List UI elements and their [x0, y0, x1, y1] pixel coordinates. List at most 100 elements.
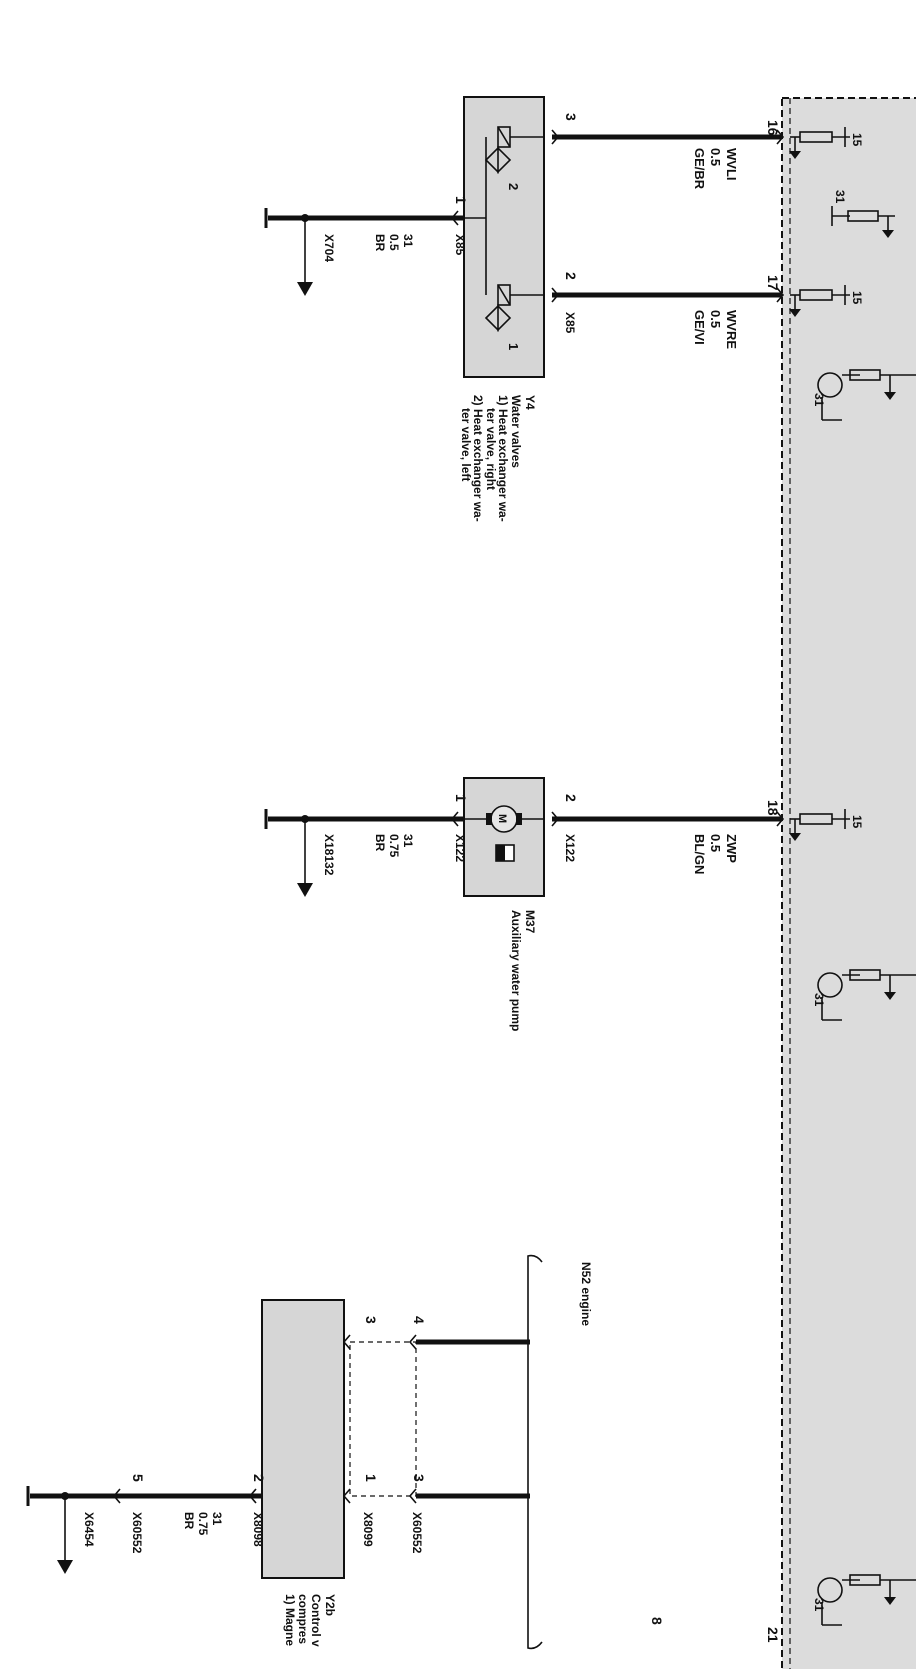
y2b-shield-dashed: [349, 1341, 417, 1497]
svg-text:Auxiliary water pump: Auxiliary water pump: [509, 910, 523, 1031]
chevron-y2b-4: [408, 1334, 417, 1350]
y2b-pin-2: 2: [251, 1474, 267, 1482]
m37-connector-label-left: X122: [453, 834, 467, 862]
m37-connector-label-right: X122: [563, 834, 577, 862]
y4-ground-chevron: [450, 210, 459, 226]
chevron-y2b-1: [342, 1488, 351, 1504]
m37-caption: M37 Auxiliary water pump: [509, 910, 537, 1031]
svg-text:WVLI: WVLI: [724, 148, 739, 181]
y2b-pin-4: 4: [411, 1316, 427, 1324]
svg-text:31: 31: [401, 834, 415, 848]
svg-text:0.5: 0.5: [387, 234, 401, 251]
engine-label: N52 engine: [579, 1262, 593, 1326]
control-unit-pin-numbers: 16 17 18 21 8: [649, 120, 781, 1643]
svg-text:X6454: X6454: [82, 1512, 96, 1547]
svg-text:GE/BR: GE/BR: [692, 148, 707, 190]
svg-text:compres: compres: [296, 1594, 310, 1644]
control-unit-panel: [781, 97, 916, 1669]
svg-text:0.5: 0.5: [708, 148, 723, 166]
connector-chevrons: [551, 129, 785, 827]
svg-text:31: 31: [812, 1598, 826, 1612]
svg-text:ter valve, right: ter valve, right: [484, 408, 498, 490]
m37-pump-box: [463, 777, 545, 897]
y4-water-valves-box: [463, 96, 545, 378]
pin-18: 18: [765, 800, 781, 816]
svg-text:Water valves: Water valves: [509, 395, 523, 468]
y4-pin-3: 3: [563, 113, 579, 121]
wire-label-wvre: WVRE 0.5 GE/VI: [692, 310, 739, 349]
svg-text:Y4: Y4: [523, 395, 537, 410]
y2b-conn-left: X8098: [251, 1512, 265, 1547]
svg-text:0.5: 0.5: [708, 834, 723, 852]
m37-ground-arrow: [297, 883, 313, 897]
y4-pin-1: 1: [453, 196, 469, 204]
y2b-conn-upper: X60552: [410, 1512, 424, 1554]
y4-connector-label-left: X85: [453, 234, 467, 256]
y4-caption: Y4 Water valves 1) Heat exchanger wa- te…: [459, 395, 537, 522]
wire-label-zwp: ZWP 0.5 BL/GN: [692, 834, 739, 874]
svg-text:15: 15: [850, 291, 864, 305]
y2b-ground-chevron-b: [112, 1488, 121, 1504]
svg-text:0.75: 0.75: [387, 834, 401, 858]
transistor-c: 31: [812, 1574, 916, 1626]
m37-ground-labels: 31 0.75 BR X18132: [322, 834, 415, 876]
driver-ground-a: 31: [831, 190, 895, 238]
svg-text:1) Magne: 1) Magne: [283, 1594, 297, 1646]
y2b-ground-arrow: [57, 1560, 73, 1574]
svg-text:1) Heat exchanger wa-: 1) Heat exchanger wa-: [496, 395, 510, 522]
y2b-pin-3a: 3: [411, 1474, 427, 1482]
y4-ground-arrow: [297, 282, 313, 296]
y2b-ground-labels: 31 0.75 BR X60552 X6454: [82, 1512, 224, 1554]
page-marker: 8: [649, 1617, 665, 1625]
y4-connector-label-right: X85: [563, 312, 577, 334]
pin-16: 16: [765, 120, 781, 136]
y2b-ground-chevron-a: [248, 1488, 257, 1504]
svg-text:ZWP: ZWP: [724, 834, 739, 863]
svg-text:31: 31: [210, 1512, 224, 1526]
svg-text:X704: X704: [322, 234, 336, 262]
svg-text:X18132: X18132: [322, 834, 336, 876]
y4-valve-1-label: 1: [506, 343, 521, 350]
svg-text:BR: BR: [182, 1512, 196, 1530]
svg-text:31: 31: [812, 393, 826, 407]
svg-text:15: 15: [850, 815, 864, 829]
svg-text:Y2b: Y2b: [323, 1594, 337, 1616]
m37-pin-1: 1: [453, 794, 469, 802]
y2b-caption: Y2b Control v compres 1) Magne: [283, 1594, 337, 1647]
pin-21: 21: [765, 1627, 781, 1643]
svg-text:0.75: 0.75: [196, 1512, 210, 1536]
svg-text:WVRE: WVRE: [724, 310, 739, 349]
y2b-pin-3b: 3: [363, 1316, 379, 1324]
svg-text:31: 31: [812, 993, 826, 1007]
driver-16: 15: [789, 127, 864, 159]
y4-valve-2-label: 2: [506, 183, 521, 190]
m37-pin-2: 2: [563, 794, 579, 802]
chevron-y2b-3b: [342, 1334, 351, 1350]
svg-text:GE/VI: GE/VI: [692, 310, 707, 345]
svg-text:M: M: [496, 814, 508, 823]
pin-17: 17: [765, 275, 781, 291]
y2b-conn-lower: X8099: [361, 1512, 375, 1547]
y4-pin-2: 2: [563, 272, 579, 280]
y2b-pin-1: 1: [363, 1474, 379, 1482]
svg-text:BR: BR: [373, 834, 387, 852]
svg-text:M37: M37: [523, 910, 537, 934]
y4-internal: [464, 126, 544, 332]
svg-text:BR: BR: [373, 234, 387, 252]
svg-text:ter valve, left: ter valve, left: [459, 408, 473, 481]
driver-18: 15: [789, 809, 864, 841]
svg-text:2) Heat exchanger wa-: 2) Heat exchanger wa-: [471, 395, 485, 522]
svg-text:0.5: 0.5: [708, 310, 723, 328]
driver-17: 15: [789, 285, 864, 317]
y4-ground-labels: 31 0.5 BR X704: [322, 234, 415, 262]
svg-text:Control v: Control v: [309, 1594, 323, 1647]
y2b-pin-5: 5: [130, 1474, 146, 1482]
transistor-b: 31: [812, 969, 916, 1021]
engine-bracket: [527, 1254, 543, 1650]
svg-text:X60552: X60552: [130, 1512, 144, 1554]
transistor-a: 31: [812, 369, 916, 421]
svg-text:31: 31: [833, 190, 847, 204]
m37-motor-symbol: M: [464, 805, 544, 862]
svg-text:15: 15: [850, 133, 864, 147]
